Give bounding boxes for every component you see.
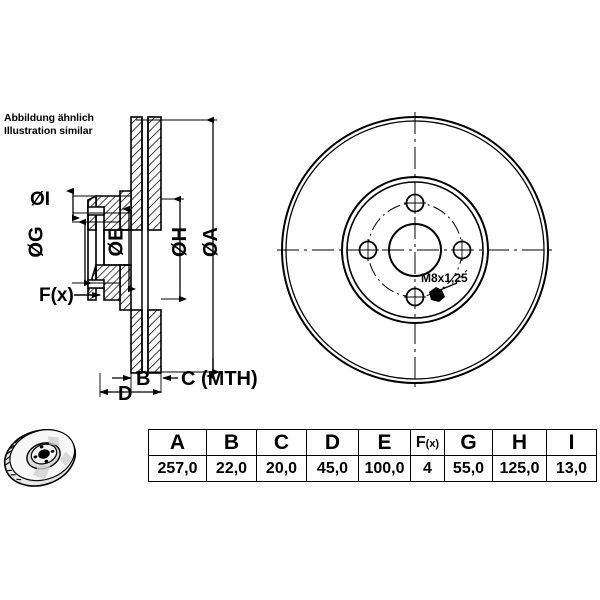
table-header-row: A B C D E F(x) G H I — [148, 429, 597, 456]
disc-hat-ring-outer — [341, 176, 489, 324]
header-a: A — [148, 429, 207, 456]
illustration-note-en: Illustration similar — [4, 125, 93, 137]
header-fx: F(x) — [410, 429, 445, 456]
bolt-hole — [404, 286, 426, 308]
specification-table: A B C D E F(x) G H I 257,0 22,0 20,0 45,… — [148, 429, 597, 482]
header-b: B — [206, 429, 257, 456]
label-dimension-c-mth: C (MTH) — [181, 368, 258, 390]
header-i: I — [546, 429, 597, 456]
disc-outer-edge — [281, 116, 549, 384]
dimension-line-diameter-i — [66, 187, 131, 222]
header-e: E — [358, 429, 411, 456]
header-fx-subscript: (x) — [425, 437, 440, 450]
value-a: 257,0 — [148, 455, 207, 482]
label-diameter-i: ØI — [30, 189, 51, 210]
table-value-row: 257,0 22,0 20,0 45,0 100,0 4 55,0 125,0 … — [148, 455, 597, 482]
bolt-hole — [357, 239, 379, 261]
value-fx: 4 — [410, 455, 445, 482]
header-g: G — [444, 429, 493, 456]
header-fx-base: F — [415, 433, 426, 451]
value-i: 13,0 — [546, 455, 597, 482]
value-g: 55,0 — [444, 455, 493, 482]
label-dimension-d: D — [118, 383, 133, 405]
label-diameter-e: ØE — [105, 227, 128, 257]
dimension-line-d — [99, 373, 162, 397]
disc-friction-ring-upper — [130, 116, 162, 231]
value-b: 22,0 — [206, 455, 257, 482]
brake-disc-isometric-thumbnail — [3, 429, 77, 487]
cross-section-view — [66, 116, 220, 397]
bolt-hole — [404, 192, 426, 214]
dimension-line-diameter-g — [72, 218, 120, 287]
bolt-hole — [451, 239, 473, 261]
value-c: 20,0 — [256, 455, 307, 482]
illustration-note: Abbildung ähnlich Illustration similar — [4, 112, 94, 138]
header-c: C — [256, 429, 307, 456]
illustration-note-de: Abbildung ähnlich — [4, 112, 94, 124]
disc-hat-ring-inner — [346, 181, 484, 319]
label-diameter-h: ØH — [169, 227, 191, 257]
disc-outer-edge-inner — [285, 120, 545, 380]
value-h: 125,0 — [492, 455, 547, 482]
label-dimension-b: B — [136, 368, 151, 390]
label-diameter-g: ØG — [25, 226, 48, 258]
value-d: 45,0 — [306, 455, 359, 482]
thread-callout-leader — [429, 269, 468, 302]
header-d: D — [306, 429, 359, 456]
dimension-line-diameter-h — [161, 195, 187, 303]
dimension-line-diameter-a — [136, 116, 220, 376]
front-circular-view — [277, 112, 553, 388]
disc-friction-ring-lower — [130, 309, 162, 374]
label-thread-spec: M8x1,25 — [421, 271, 468, 285]
label-diameter-a: ØA — [200, 227, 222, 257]
label-force-fx: F(x) — [39, 285, 74, 306]
header-h: H — [492, 429, 547, 456]
centre-bore — [388, 223, 442, 277]
value-e: 100,0 — [358, 455, 411, 482]
